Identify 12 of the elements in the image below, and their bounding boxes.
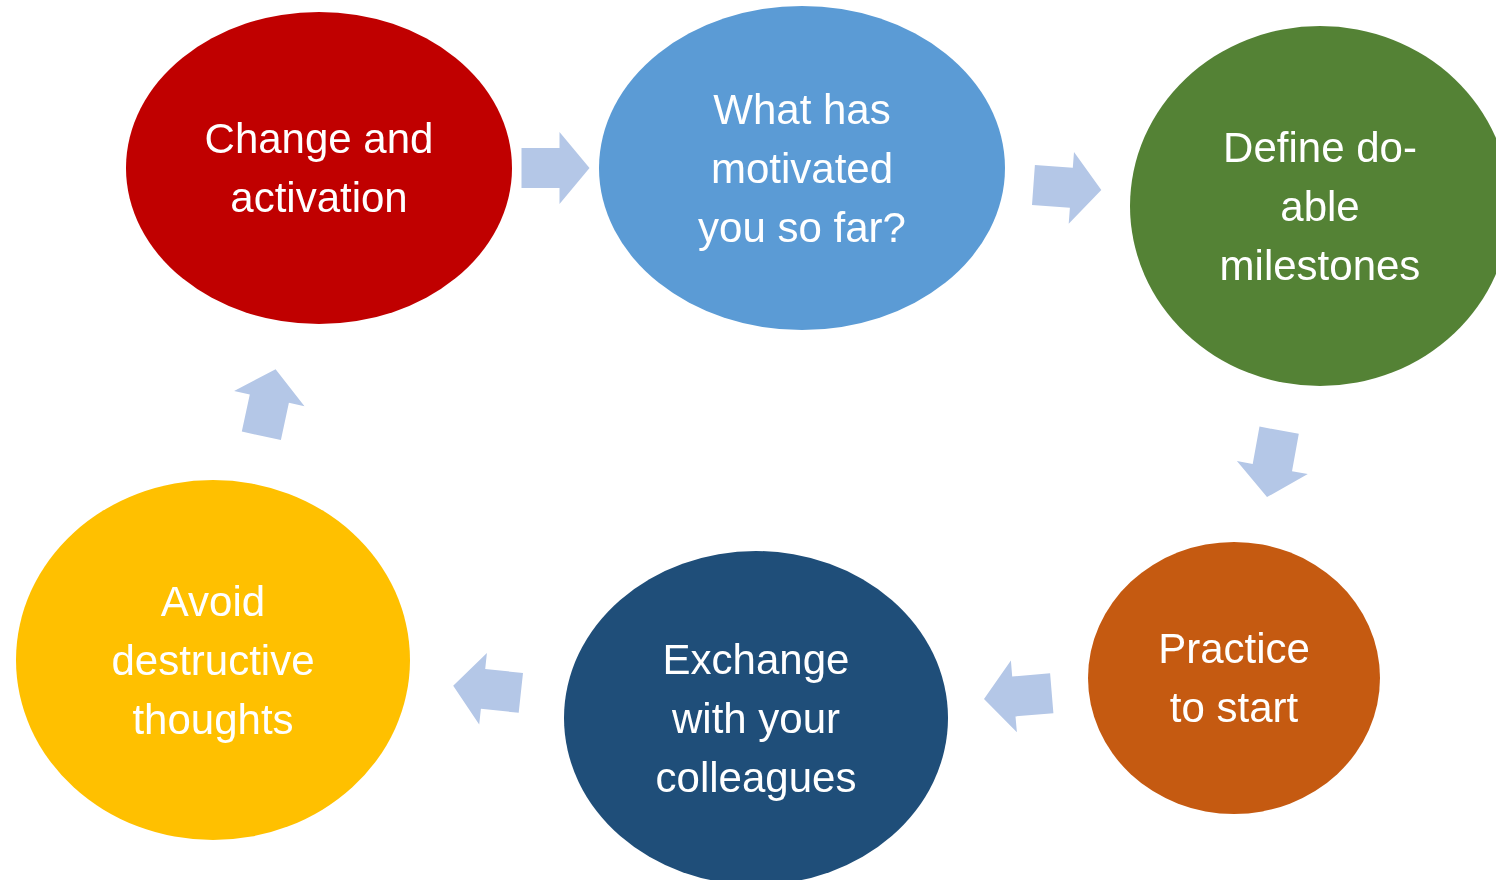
block-arrow [1032, 151, 1102, 224]
step-label: What has motivated you so far? [697, 84, 907, 253]
step-label: Define do-able milestones [1218, 122, 1422, 291]
block-arrow [1236, 426, 1308, 498]
step-label: Practice to start [1157, 624, 1311, 733]
block-arrow [453, 653, 523, 725]
step-label: Avoid destructive thoughts [110, 576, 316, 745]
step-label: Change and activation [203, 114, 435, 223]
block-arrow [984, 660, 1054, 733]
step-label: Exchange with your colleagues [654, 634, 858, 803]
block-arrow [234, 369, 305, 440]
block-arrow [521, 132, 590, 204]
